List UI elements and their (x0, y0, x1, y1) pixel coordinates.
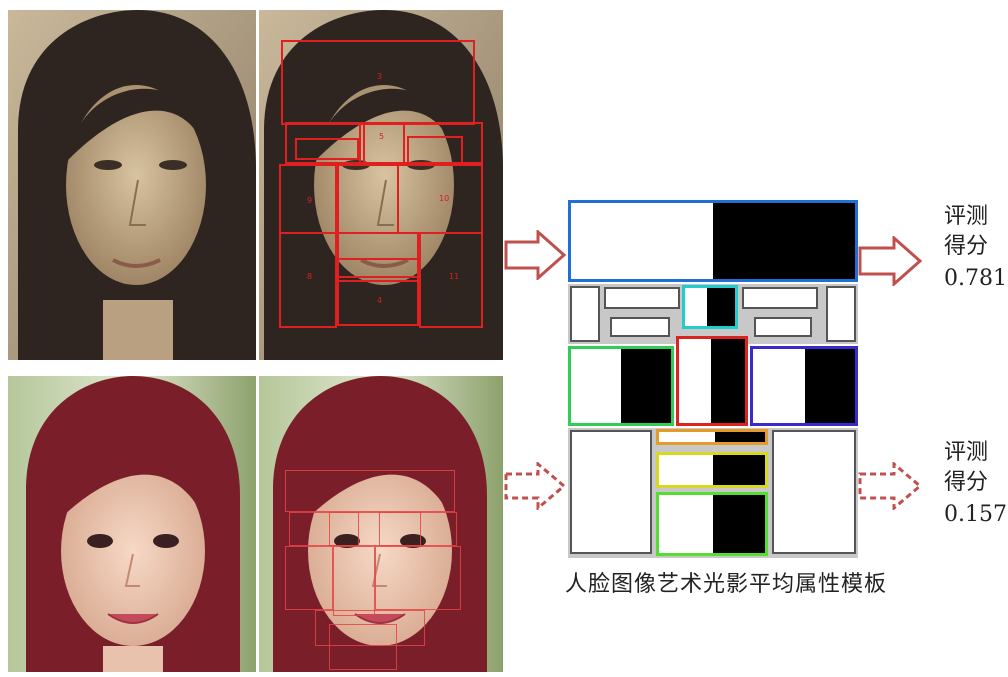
region-left-eye (295, 138, 359, 160)
template-block-eyes (568, 284, 858, 344)
arrow-right-dashed-bottom-right (858, 462, 923, 510)
region-chin (329, 624, 397, 670)
region-left-brow (289, 512, 359, 546)
region-left-brow (285, 122, 365, 164)
region-number: 3 (377, 72, 383, 81)
region-number: 4 (377, 296, 383, 305)
template-block-left-cheek (568, 346, 674, 426)
portrait-top-original (8, 10, 256, 360)
portrait-bottom-original (8, 376, 256, 672)
template-block-right-cheek (750, 346, 858, 426)
template-block-mouth (656, 452, 768, 488)
arrow-right-solid-top-right (858, 236, 923, 286)
region-lip (337, 258, 419, 278)
region-forehead (285, 470, 455, 512)
average-template (568, 200, 858, 558)
region-number: 9 (307, 196, 313, 205)
template-block-chin (656, 492, 768, 556)
region-mouth (315, 610, 425, 646)
template-block-nose-bridge (682, 285, 738, 329)
region-left-jaw (279, 232, 337, 328)
score-label-bottom: 评测 得分 (944, 440, 989, 495)
template-block-upper-lip (656, 429, 768, 445)
region-right-eye (407, 136, 463, 164)
face-photo-top-original (8, 10, 256, 360)
arrow-right-solid-top-left (504, 230, 567, 280)
region-number: 8 (307, 272, 313, 281)
region-number: 11 (449, 272, 460, 281)
region-left-cheek (285, 546, 333, 610)
portrait-top-partitioned (259, 10, 503, 360)
score-label-top: 评测 得分 (944, 204, 989, 259)
region-number: 5 (379, 132, 385, 141)
region-number: 10 (439, 194, 450, 203)
region-nose (333, 546, 375, 616)
region-nose-bridge (329, 512, 421, 546)
arrow-right-dashed-bottom-left (504, 462, 567, 510)
region-right-jaw (419, 232, 483, 328)
score-value-top: 0.781 (944, 266, 1007, 291)
template-block-nose (676, 336, 748, 426)
portrait-bottom-partitioned (259, 376, 503, 672)
region-right-cheek (375, 546, 461, 610)
template-caption: 人脸图像艺术光影平均属性模板 (564, 572, 887, 597)
face-photo-bottom-partitioned (259, 376, 503, 672)
region-forehead (281, 40, 475, 125)
face-photo-top-partitioned: 3 5 9 10 11 8 4 (259, 10, 503, 360)
region-right-brow (379, 512, 457, 546)
template-block-lower-face (568, 428, 858, 558)
score-value-bottom: 0.157 (944, 502, 1007, 527)
template-block-forehead (568, 200, 858, 282)
face-photo-bottom-original (8, 376, 256, 672)
region-nose-bridge (359, 122, 405, 164)
region-chin (337, 280, 419, 326)
region-nose (337, 164, 399, 234)
